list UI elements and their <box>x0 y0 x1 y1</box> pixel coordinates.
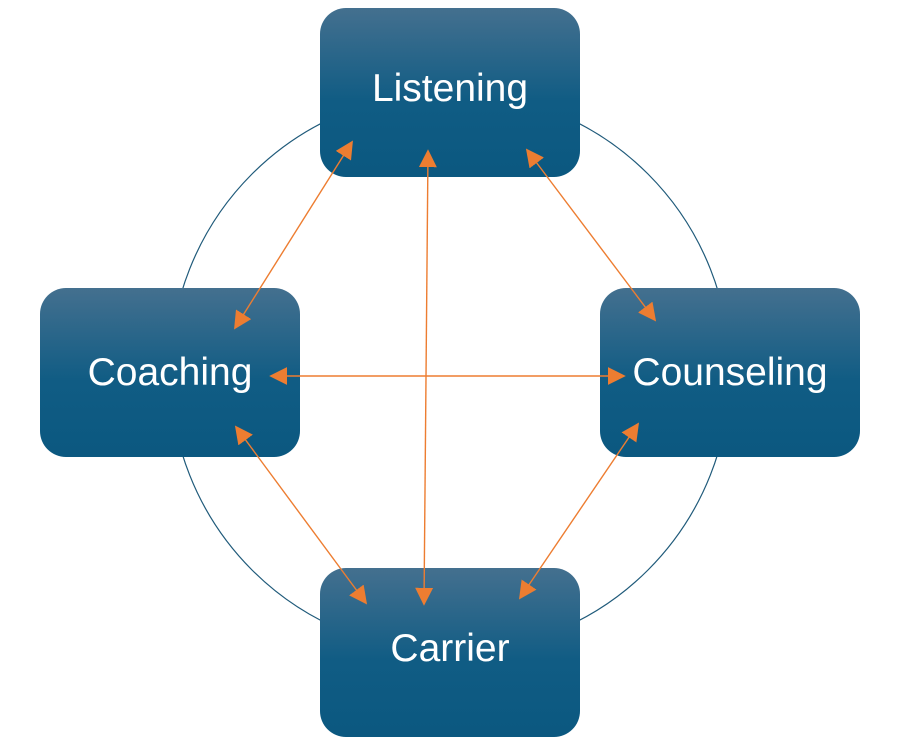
node-box-counseling <box>600 288 860 457</box>
node-label-counseling: Counseling <box>632 351 827 394</box>
node-carrier: Carrier <box>320 568 580 737</box>
node-listening: Listening <box>320 8 580 177</box>
node-coaching: Coaching <box>40 288 300 457</box>
connector-listening-coaching <box>234 140 353 330</box>
node-label-carrier: Carrier <box>390 627 509 670</box>
connector-coaching-carrier <box>234 425 368 605</box>
node-box-listening <box>320 8 580 177</box>
connector-counseling-carrier <box>518 422 640 600</box>
node-label-coaching: Coaching <box>88 351 253 394</box>
node-counseling: Counseling <box>600 288 860 457</box>
node-label-listening: Listening <box>372 67 528 110</box>
connector-listening-carrier <box>415 149 437 606</box>
connector-listening-counseling <box>525 148 657 322</box>
node-box-coaching <box>40 288 300 457</box>
node-box-carrier <box>320 568 580 737</box>
